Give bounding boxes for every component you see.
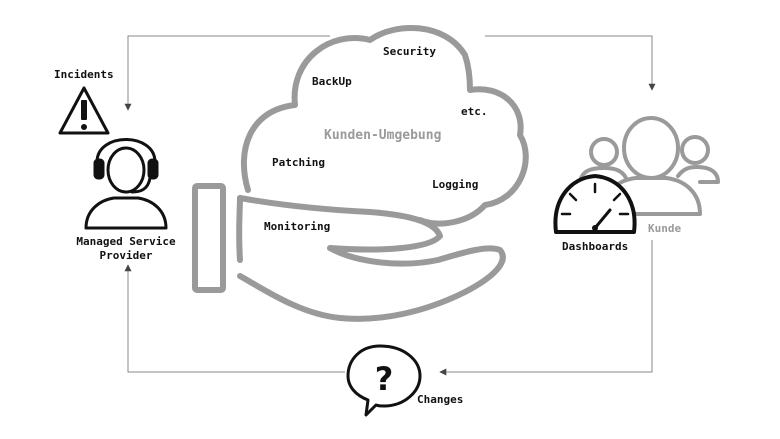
service-monitoring: Monitoring bbox=[264, 220, 331, 233]
hand-palm bbox=[237, 195, 506, 322]
cloud-title: Kunden-Umgebung bbox=[324, 128, 442, 143]
provider-label: Managed Service Provider bbox=[76, 235, 176, 262]
svg-text:?: ? bbox=[375, 360, 394, 398]
cloud-shape bbox=[240, 25, 529, 227]
line-cloud-to-customer bbox=[485, 35, 656, 91]
changes-label: Changes bbox=[417, 393, 464, 406]
line-customer-to-changes bbox=[439, 240, 653, 376]
service-logging: Logging bbox=[432, 178, 479, 191]
service-backup: BackUp bbox=[312, 75, 352, 88]
dashboards-label: Dashboards bbox=[562, 240, 629, 253]
gauge-icon bbox=[553, 174, 637, 234]
line-cloud-to-provider bbox=[124, 35, 330, 111]
service-etc: etc. bbox=[461, 105, 488, 118]
service-security: Security bbox=[383, 45, 436, 58]
service-patching: Patching bbox=[272, 156, 325, 169]
customer-label: Kunde bbox=[648, 222, 682, 235]
hand-icon bbox=[192, 183, 506, 322]
warning-icon bbox=[58, 86, 110, 135]
question-bubble-icon: ? bbox=[346, 344, 422, 417]
support-agent-icon bbox=[84, 138, 168, 230]
hand-inner-line bbox=[236, 195, 243, 263]
connector-lines bbox=[124, 35, 656, 376]
line-changes-to-provider bbox=[124, 264, 345, 373]
incidents-label: Incidents bbox=[54, 68, 114, 81]
hand-cuff bbox=[192, 183, 226, 293]
